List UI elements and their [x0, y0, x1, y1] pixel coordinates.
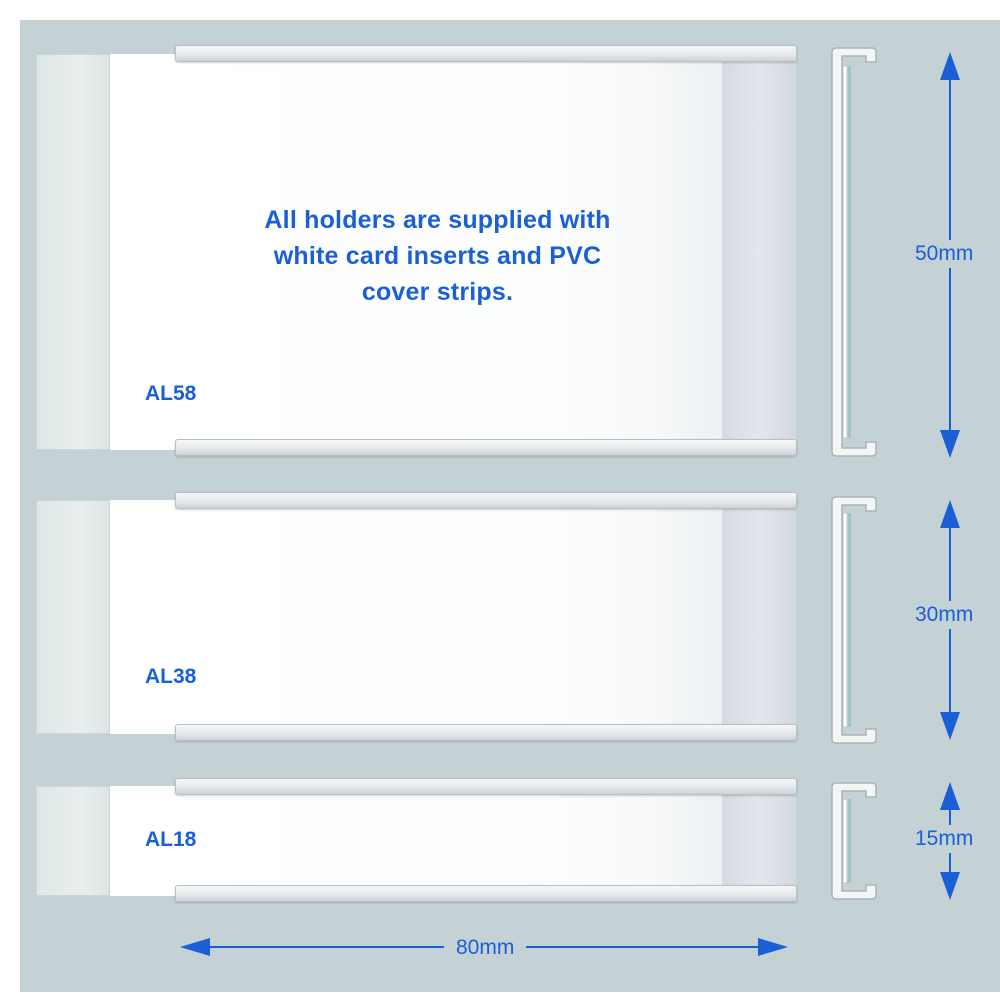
profile-al18-shape	[831, 782, 877, 900]
white-card-insert	[110, 500, 722, 734]
supply-note-line-3: cover strips.	[361, 278, 514, 306]
model-label: AL58	[145, 382, 197, 405]
profile-al18	[828, 779, 884, 903]
model-label: AL18	[145, 828, 197, 851]
profile-al58-shape	[831, 47, 877, 457]
supply-note-line-1: All holders are supplied with	[264, 206, 611, 234]
top-rail	[175, 778, 797, 795]
height-label-al38: 30mm	[915, 601, 974, 629]
card-shadow-edge	[648, 508, 722, 730]
card-shadow-edge	[648, 794, 722, 892]
bottom-rail	[175, 724, 797, 741]
profile-al38	[828, 493, 884, 747]
white-card-insert	[110, 54, 722, 450]
card-shadow-edge	[648, 60, 722, 444]
pvc-cover-strip	[36, 500, 110, 734]
pvc-cover-strip	[36, 54, 110, 450]
bottom-rail	[175, 885, 797, 902]
pvc-cover-strip	[36, 786, 110, 896]
holder-end-cap	[722, 794, 796, 892]
height-label-al58: 50mm	[915, 240, 974, 268]
holder-end-cap	[722, 508, 796, 730]
bottom-rail	[175, 439, 797, 456]
holder-end-cap	[722, 60, 796, 444]
top-rail	[175, 492, 797, 509]
profile-al58	[828, 44, 884, 460]
supply-note: All holders are supplied with white card…	[210, 202, 665, 310]
height-label-al18: 15mm	[915, 825, 974, 853]
width-label: 80mm	[444, 934, 527, 962]
top-rail	[175, 45, 797, 62]
profile-al38-shape	[831, 496, 877, 744]
white-card-insert	[110, 786, 722, 896]
supply-note-line-2: white card inserts and PVC	[273, 242, 602, 270]
model-label: AL38	[145, 665, 197, 688]
